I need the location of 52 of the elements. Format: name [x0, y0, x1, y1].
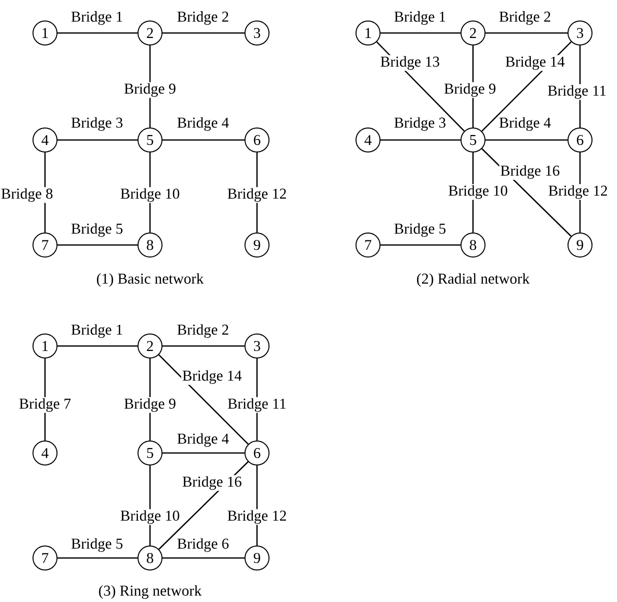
connector-line: [486, 139, 568, 141]
edge-label: Bridge 13: [379, 55, 441, 71]
edge-label: Bridge 12: [226, 187, 288, 203]
edge-label: Bridge 10: [119, 187, 181, 203]
edge-label: Bridge 3: [392, 116, 448, 132]
edge-label: Bridge 14: [504, 55, 566, 71]
connector-line: [162, 139, 244, 141]
panel-caption: (2) Radial network: [417, 273, 530, 287]
connector-line: [486, 32, 568, 34]
edge-label: Bridge 2: [498, 10, 552, 26]
edge-label: Bridge 2: [176, 10, 230, 26]
edge-label: Bridge 1: [392, 10, 448, 26]
edge-label: Bridge 14: [181, 369, 243, 385]
edge-label: Bridge 10: [447, 184, 509, 200]
edge-label: Bridge 9: [442, 82, 498, 98]
edge-label: Bridge 1: [70, 323, 124, 339]
edge-label: Bridge 7: [18, 397, 72, 413]
edge-label: Bridge 2: [176, 323, 230, 339]
connector-line: [380, 244, 460, 246]
connector-line: [58, 345, 138, 347]
edge-label: Bridge 12: [547, 184, 609, 200]
edge-label: Bridge 10: [119, 509, 181, 525]
edge-label: Bridge 4: [498, 116, 552, 132]
edge-label: Bridge 16: [499, 164, 561, 180]
edge-label: Bridge 4: [176, 432, 230, 448]
connector-line: [58, 557, 138, 559]
connector-line: [162, 345, 244, 347]
connector-line: [162, 32, 244, 34]
panel-caption: (3) Ring network: [99, 585, 202, 599]
connector-line: [158, 354, 249, 445]
edge-label: Bridge 5: [392, 222, 448, 238]
edge-label: Bridge 1: [70, 10, 124, 26]
edge-label: Bridge 12: [226, 509, 288, 525]
connector-line: [58, 139, 138, 141]
connector-line: [380, 139, 460, 141]
edge-label: Bridge 8: [0, 187, 54, 203]
edge-label: Bridge 5: [70, 222, 124, 238]
connector-line: [162, 452, 244, 454]
edge-label: Bridge 5: [70, 537, 124, 553]
edge-label: Bridge 6: [176, 537, 230, 553]
connector-line: [58, 244, 138, 246]
edge-label: Bridge 4: [176, 116, 230, 132]
edge-label: Bridge 11: [546, 84, 608, 100]
panel-caption: (1) Basic network: [96, 273, 204, 287]
edge-label: Bridge 11: [226, 397, 288, 413]
connector-line: [58, 32, 138, 34]
edge-label: Bridge 3: [70, 116, 124, 132]
edge-label: Bridge 9: [122, 397, 178, 413]
connector-line: [162, 557, 244, 559]
edge-label: Bridge 9: [122, 82, 178, 98]
edge-label: Bridge 16: [181, 475, 243, 491]
connector-line: [380, 32, 460, 34]
